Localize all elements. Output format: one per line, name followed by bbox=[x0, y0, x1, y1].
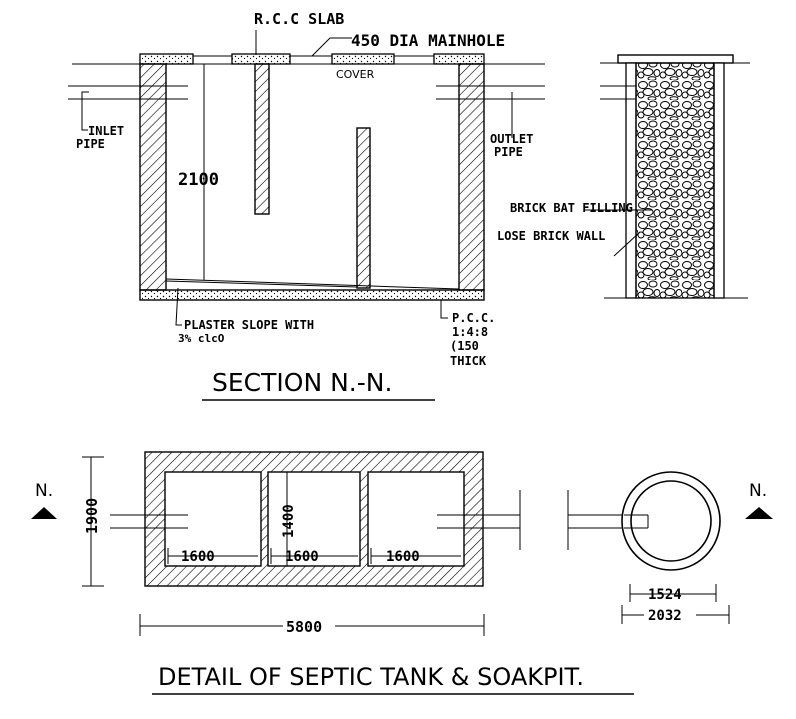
plaster-label-1: PLASTER SLOPE WITH bbox=[184, 318, 314, 332]
baffle-wall-2 bbox=[356, 127, 371, 289]
pcc-label-1: P.C.C. bbox=[452, 311, 495, 325]
chamber-3-dim: 1600 bbox=[386, 549, 420, 565]
pcc-base bbox=[139, 289, 485, 301]
manhole-label: 450 DIA MAINHOLE bbox=[351, 31, 505, 50]
plan-title: DETAIL OF SEPTIC TANK & SOAKPIT. bbox=[158, 663, 584, 691]
right-wall bbox=[458, 63, 485, 291]
total-width-dim: 5800 bbox=[286, 618, 322, 636]
inlet-label-1: INLET bbox=[88, 124, 124, 138]
slab-left bbox=[139, 53, 194, 65]
plaster-label-2: 3% clcO bbox=[178, 332, 225, 345]
section-title: SECTION N.-N. bbox=[212, 368, 392, 397]
soakpit-wall-right bbox=[713, 62, 725, 299]
pcc-label-4: THICK bbox=[450, 354, 487, 368]
chamber-1 bbox=[164, 471, 262, 567]
section-mark-right-arrow bbox=[745, 507, 773, 519]
plan-view: N. N. 1900 1400 1600 1600 1600 5800 bbox=[31, 451, 773, 695]
left-wall bbox=[139, 63, 167, 291]
soakpit-wall-left bbox=[625, 62, 637, 299]
soakpit-section: BRICK BAT FILLING LOSE BRICK WALL bbox=[497, 54, 750, 299]
chamber-3 bbox=[367, 471, 465, 567]
pit-outer-dim: 2032 bbox=[648, 608, 682, 624]
soakpit-inner-ring bbox=[630, 480, 712, 562]
slab-mid bbox=[231, 53, 291, 65]
rcc-slab-label: R.C.C SLAB bbox=[254, 10, 344, 28]
outlet-label-1: OUTLET bbox=[490, 132, 533, 146]
cover-label: COVER bbox=[336, 68, 375, 81]
height-dim-label: 1900 bbox=[83, 498, 101, 534]
brick-bat-label: BRICK BAT FILLING bbox=[510, 201, 633, 215]
section-mark-left: N. bbox=[35, 481, 53, 501]
chamber-2 bbox=[267, 471, 361, 567]
inner-height-dim-label: 1400 bbox=[281, 504, 297, 538]
manhole-cover bbox=[331, 53, 395, 65]
outlet-label-2: PIPE bbox=[494, 145, 523, 159]
slab-right bbox=[433, 53, 485, 65]
pcc-label-2: 1:4:8 bbox=[452, 325, 488, 339]
section-mark-right: N. bbox=[749, 481, 767, 501]
inlet-label-2: PIPE bbox=[76, 137, 105, 151]
soakpit-cover bbox=[617, 54, 734, 64]
pcc-label-3: (150 bbox=[450, 339, 479, 353]
depth-label: 2100 bbox=[178, 170, 219, 190]
section-mark-left-arrow bbox=[31, 507, 57, 519]
lose-brick-label: LOSE BRICK WALL bbox=[497, 229, 605, 243]
brick-bat-filling bbox=[635, 62, 715, 299]
section-view: R.C.C SLAB 450 DIA MAINHOLE COVER INLET … bbox=[68, 10, 545, 401]
pit-inner-dim: 1524 bbox=[648, 587, 682, 603]
baffle-wall-1 bbox=[254, 63, 270, 215]
chamber-1-dim: 1600 bbox=[181, 549, 215, 565]
chamber-2-dim: 1600 bbox=[285, 549, 319, 565]
